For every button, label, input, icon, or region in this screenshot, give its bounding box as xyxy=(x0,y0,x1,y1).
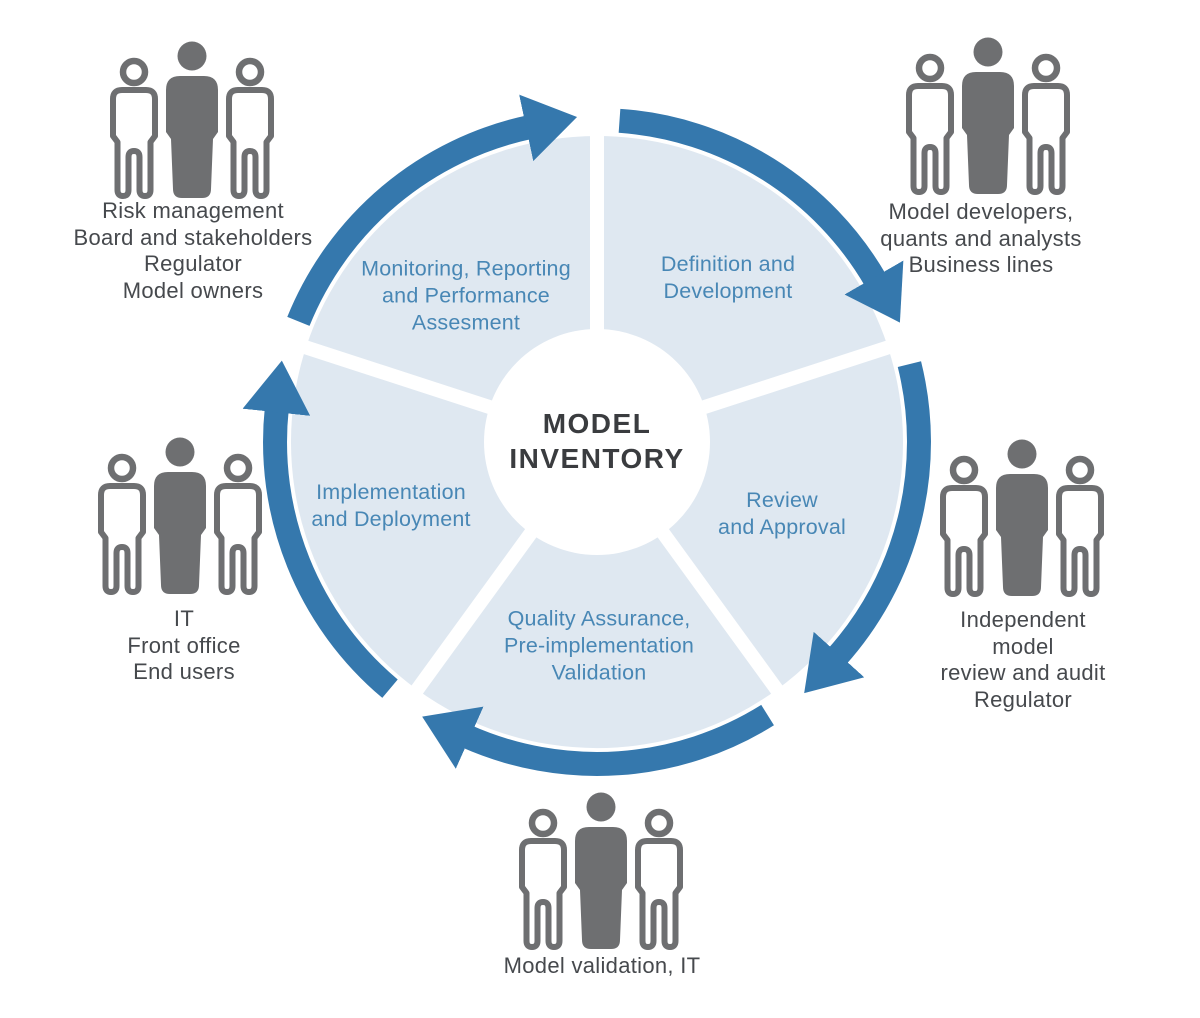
cycle-arrow-quality xyxy=(422,704,774,776)
people-group-top-right-icon xyxy=(909,38,1067,195)
wedge-quality-assurance xyxy=(417,442,777,749)
stakeholder-label-right: Independent model review and audit Regul… xyxy=(940,607,1106,712)
center-title: MODEL INVENTORY xyxy=(509,408,685,474)
cycle-arrow-implementation xyxy=(242,360,398,698)
cycle-arrows xyxy=(242,94,931,776)
cycle-arrow-monitoring xyxy=(287,94,578,326)
people-group-right-icon xyxy=(943,440,1101,597)
wedge-label-implementation: Implementation and Deployment xyxy=(311,480,471,531)
people-group-bottom-icon xyxy=(522,793,680,950)
cycle-arrow-review xyxy=(804,361,931,694)
stakeholder-label-left: IT Front office End users xyxy=(127,606,241,684)
stakeholder-label-top-right: Model developers, quants and analysts Bu… xyxy=(880,199,1082,277)
wedge-label-definition: Definition and Development xyxy=(660,252,796,303)
stakeholder-label-top-left: Risk management Board and stakeholders R… xyxy=(73,198,313,303)
wedge-label-quality: Quality Assurance, Pre-implementation Va… xyxy=(503,606,695,685)
people-group-top-left-icon xyxy=(113,42,271,199)
stakeholder-label-bottom: Model validation, IT xyxy=(503,953,701,978)
cycle-arrow-definition xyxy=(618,108,904,323)
people-group-left-icon xyxy=(101,438,259,595)
center-hub-circle xyxy=(484,329,710,555)
wedge-label-monitoring: Monitoring, Reporting and Performance As… xyxy=(361,256,571,335)
wedge-label-review: Review and Approval xyxy=(718,488,846,539)
